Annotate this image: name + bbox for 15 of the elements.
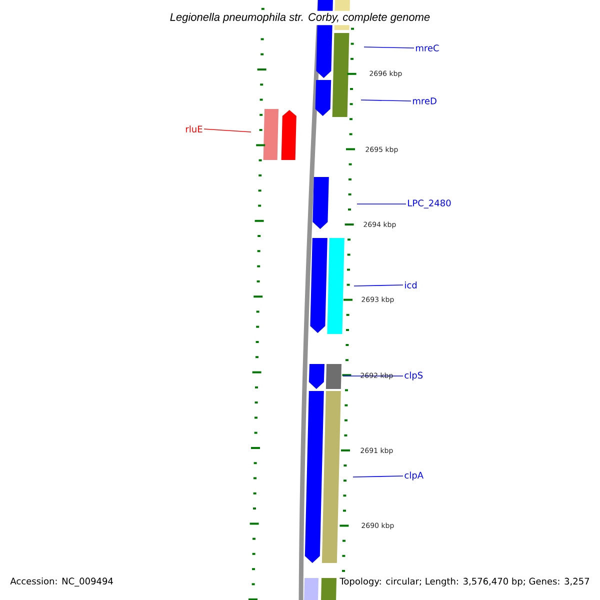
leader-line: [354, 284, 404, 286]
gene-label: LPC_2480: [408, 200, 451, 208]
leader-line: [364, 46, 414, 48]
title: Legionella pneumophila str. Corby, complete genome: [168, 10, 432, 26]
accession-text: Accession: NC_009494: [10, 578, 113, 586]
gene-label: rluE: [186, 126, 202, 132]
gene-label: mreC: [416, 44, 439, 52]
gene-label: clpS: [404, 372, 423, 380]
leader-line: [360, 100, 412, 102]
leader-line: [204, 128, 252, 132]
gene-label: mreD: [413, 98, 436, 104]
gene-label: icd: [405, 282, 417, 288]
gene-label: clpA: [404, 472, 424, 480]
leader-line: [352, 476, 404, 478]
genome-info-text: Topology: circular; Length: 3,576,470 bp; Genes: 3,257: [338, 576, 591, 588]
